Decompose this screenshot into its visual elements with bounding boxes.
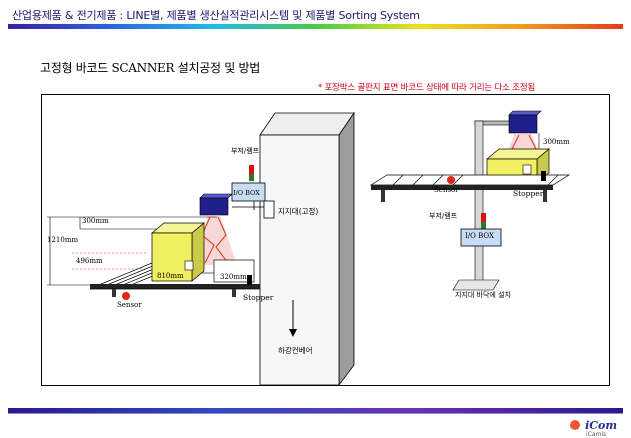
footer-bar	[8, 408, 623, 413]
right-installation-diagram: 300mm Sensor Stopper 부저/램프 I/O BOX 지지대 바…	[363, 94, 610, 386]
pillar-front	[259, 134, 340, 385]
logo-sub: iCamis	[586, 431, 607, 438]
support-pole	[474, 120, 484, 287]
floor-install-label: 지지대 바닥에 설치	[455, 291, 511, 299]
buzzer-lamp-green	[249, 174, 254, 181]
bracket	[263, 200, 275, 219]
support-label: 지지대(고정)	[278, 207, 319, 216]
buzzer-lamp-label: 부저/램프	[231, 147, 260, 155]
dim-810-label: 810mm	[157, 272, 184, 280]
sensor-label: Sensor	[117, 301, 142, 309]
flat-conveyor	[90, 284, 260, 289]
dim-496-label: 496mm	[76, 257, 103, 265]
logo-main: iCom	[585, 419, 618, 432]
pole-base	[452, 279, 500, 291]
header-title: 산업용제품 & 전기제품 : LINE별, 제품별 생산실적관리시스템 및 제품…	[12, 9, 420, 22]
dim-1210-label: 1210mm	[47, 236, 79, 244]
io-box-label: I/O BOX	[233, 189, 260, 197]
section-subtitle: 고정형 바코드 SCANNER 설치공정 및 방법	[40, 61, 260, 75]
dim-320-label: 320mm	[220, 273, 247, 281]
dim-300-label: 300mm	[82, 217, 109, 225]
footer-line	[8, 413, 623, 414]
scanner-left	[199, 197, 229, 216]
buzzer-lamp-red	[249, 165, 254, 174]
dim-300-label-right: 300mm	[543, 138, 570, 146]
header-rainbow-bar	[8, 24, 623, 29]
stopper-left	[247, 275, 252, 285]
left-installation-diagram: 부저/램프 I/O BOX 지지대(고정) 300mm 1210mm 496mm…	[41, 94, 365, 386]
down-conveyor-label: 하강컨베어	[278, 346, 313, 355]
io-box-label-right: I/O BOX	[465, 232, 494, 240]
down-arrow-head	[289, 329, 297, 337]
io-box-left	[231, 182, 266, 202]
stopper-label: Stopper	[243, 293, 274, 302]
conveyor-right	[369, 174, 571, 186]
logo-mark	[570, 419, 580, 430]
scanner-right	[508, 114, 538, 134]
buzzer-lamp-label-right: 부저/램프	[429, 212, 458, 220]
adjustment-note: * 포장박스 골판지 표면 바코드 상태에 따라 거리는 다소 조정됨	[318, 83, 536, 93]
sensor-label-right: Sensor	[434, 186, 459, 194]
pillar-side	[338, 111, 355, 385]
company-logo: iCom iCamis	[570, 414, 617, 438]
io-box-right	[460, 228, 502, 247]
stopper-label-right: Stopper	[513, 189, 544, 198]
barcode-label	[184, 260, 194, 271]
product-box	[151, 232, 193, 282]
sensor-left	[122, 292, 130, 300]
pillar-top	[259, 112, 355, 136]
